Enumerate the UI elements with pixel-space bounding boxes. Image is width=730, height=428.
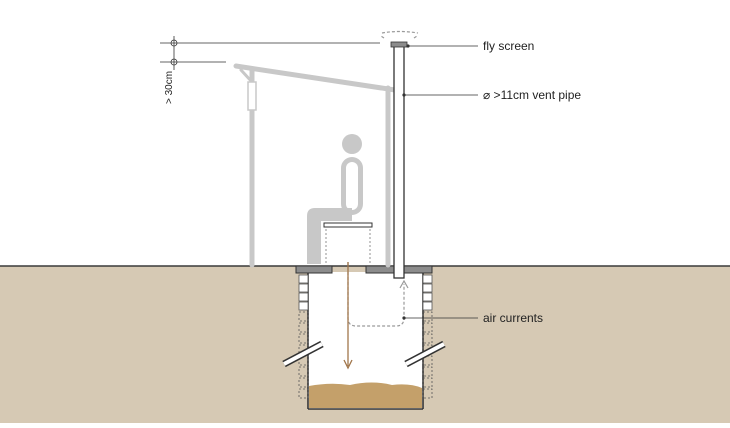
arrow-down-icon [343, 262, 353, 370]
vent-pipe [393, 45, 405, 279]
sludge [309, 382, 422, 408]
door-hinge [247, 81, 257, 111]
leader-dots [402, 44, 410, 320]
vent-pipe-label: ⌀ >11cm vent pipe [483, 88, 581, 102]
height-dimension [160, 36, 380, 70]
fly-screen [390, 41, 408, 48]
seated-person-icon [307, 134, 363, 264]
exhaust-air-arrows [380, 30, 419, 39]
brick-lining-right [422, 274, 433, 311]
height-label: > 30cm [164, 71, 175, 104]
fly-screen-label: fly screen [483, 39, 534, 53]
leader-lines [404, 45, 478, 319]
air-currents-label: air currents [483, 311, 543, 325]
seat-riser [323, 222, 373, 265]
side-pipes [282, 340, 446, 368]
arrow-up-icon [399, 279, 409, 289]
brick-lining-left [298, 274, 309, 311]
